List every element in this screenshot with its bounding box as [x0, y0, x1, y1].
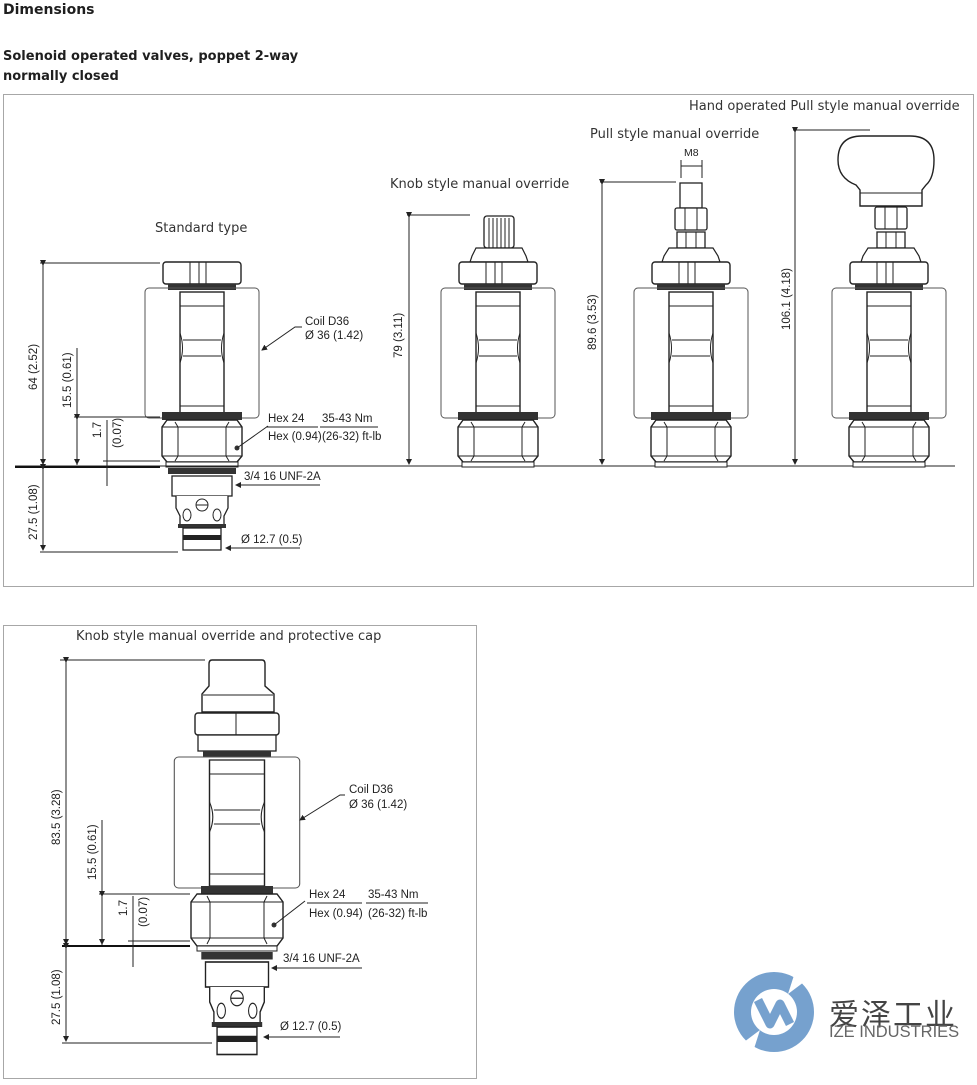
ize-logo-icon: [734, 969, 814, 1055]
svg-text:Hex (0.94): Hex (0.94): [268, 431, 322, 443]
page-title: Dimensions: [3, 2, 95, 18]
svg-text:15.5 (0.61): 15.5 (0.61): [62, 352, 74, 408]
svg-text:(0.07): (0.07): [112, 418, 124, 448]
svg-text:(26-32) ft-lb: (26-32) ft-lb: [322, 431, 381, 443]
svg-text:106.1 (4.18): 106.1 (4.18): [781, 268, 793, 330]
standard-type-valve: [144, 261, 260, 551]
svg-text:Ø 12.7 (0.5): Ø 12.7 (0.5): [280, 1021, 342, 1033]
caption-hand-pull-style: Hand operated Pull style manual override: [689, 99, 960, 114]
svg-text:Ø 12.7 (0.5): Ø 12.7 (0.5): [241, 534, 303, 546]
svg-text:(26-32) ft-lb: (26-32) ft-lb: [368, 908, 427, 920]
svg-text:64 (2.52): 64 (2.52): [28, 344, 40, 390]
svg-text:(0.07): (0.07): [138, 897, 150, 927]
svg-text:M8: M8: [684, 147, 699, 159]
caption-knob-with-cap: Knob style manual override and protectiv…: [76, 629, 382, 644]
svg-text:3/4 16 UNF-2A: 3/4 16 UNF-2A: [244, 471, 321, 483]
svg-text:1.7: 1.7: [118, 900, 130, 916]
svg-text:79 (3.11): 79 (3.11): [393, 313, 405, 358]
svg-text:1.7: 1.7: [92, 422, 104, 438]
section-subtitle: Solenoid operated valves, poppet 2-way n…: [3, 47, 298, 87]
svg-text:Coil D36: Coil D36: [349, 784, 393, 796]
svg-text:35-43 Nm: 35-43 Nm: [322, 413, 373, 425]
svg-text:35-43 Nm: 35-43 Nm: [368, 889, 419, 901]
svg-text:15.5 (0.61): 15.5 (0.61): [87, 824, 99, 880]
svg-text:Hex 24: Hex 24: [268, 413, 305, 425]
subtitle-line-2: normally closed: [3, 69, 119, 84]
svg-text:Ø 36 (1.42): Ø 36 (1.42): [349, 799, 407, 811]
svg-text:Coil D36: Coil D36: [305, 316, 349, 328]
pull-style-valve: [633, 182, 749, 468]
svg-text:Hex (0.94): Hex (0.94): [309, 908, 363, 920]
caption-standard-type: Standard type: [155, 221, 248, 236]
knob-style-valve: [440, 215, 556, 468]
svg-text:3/4 16 UNF-2A: 3/4 16 UNF-2A: [283, 953, 360, 965]
hand-pull-style-valve: [831, 135, 947, 468]
caption-knob-style: Knob style manual override: [390, 177, 570, 192]
svg-text:Hex 24: Hex 24: [309, 889, 346, 901]
svg-text:Ø 36 (1.42): Ø 36 (1.42): [305, 330, 363, 342]
watermark-en: IZE INDUSTRIES: [829, 1023, 960, 1041]
svg-text:83.5 (3.28): 83.5 (3.28): [51, 789, 63, 845]
svg-text:27.5 (1.08): 27.5 (1.08): [28, 484, 40, 540]
knob-with-cap-valve: [173, 659, 301, 1056]
watermark-cn: 爱泽工业: [829, 998, 957, 1033]
svg-text:27.5 (1.08): 27.5 (1.08): [51, 969, 63, 1025]
svg-text:89.6 (3.53): 89.6 (3.53): [587, 294, 599, 350]
caption-pull-style: Pull style manual override: [590, 127, 760, 142]
subtitle-line-1: Solenoid operated valves, poppet 2-way: [3, 49, 299, 64]
